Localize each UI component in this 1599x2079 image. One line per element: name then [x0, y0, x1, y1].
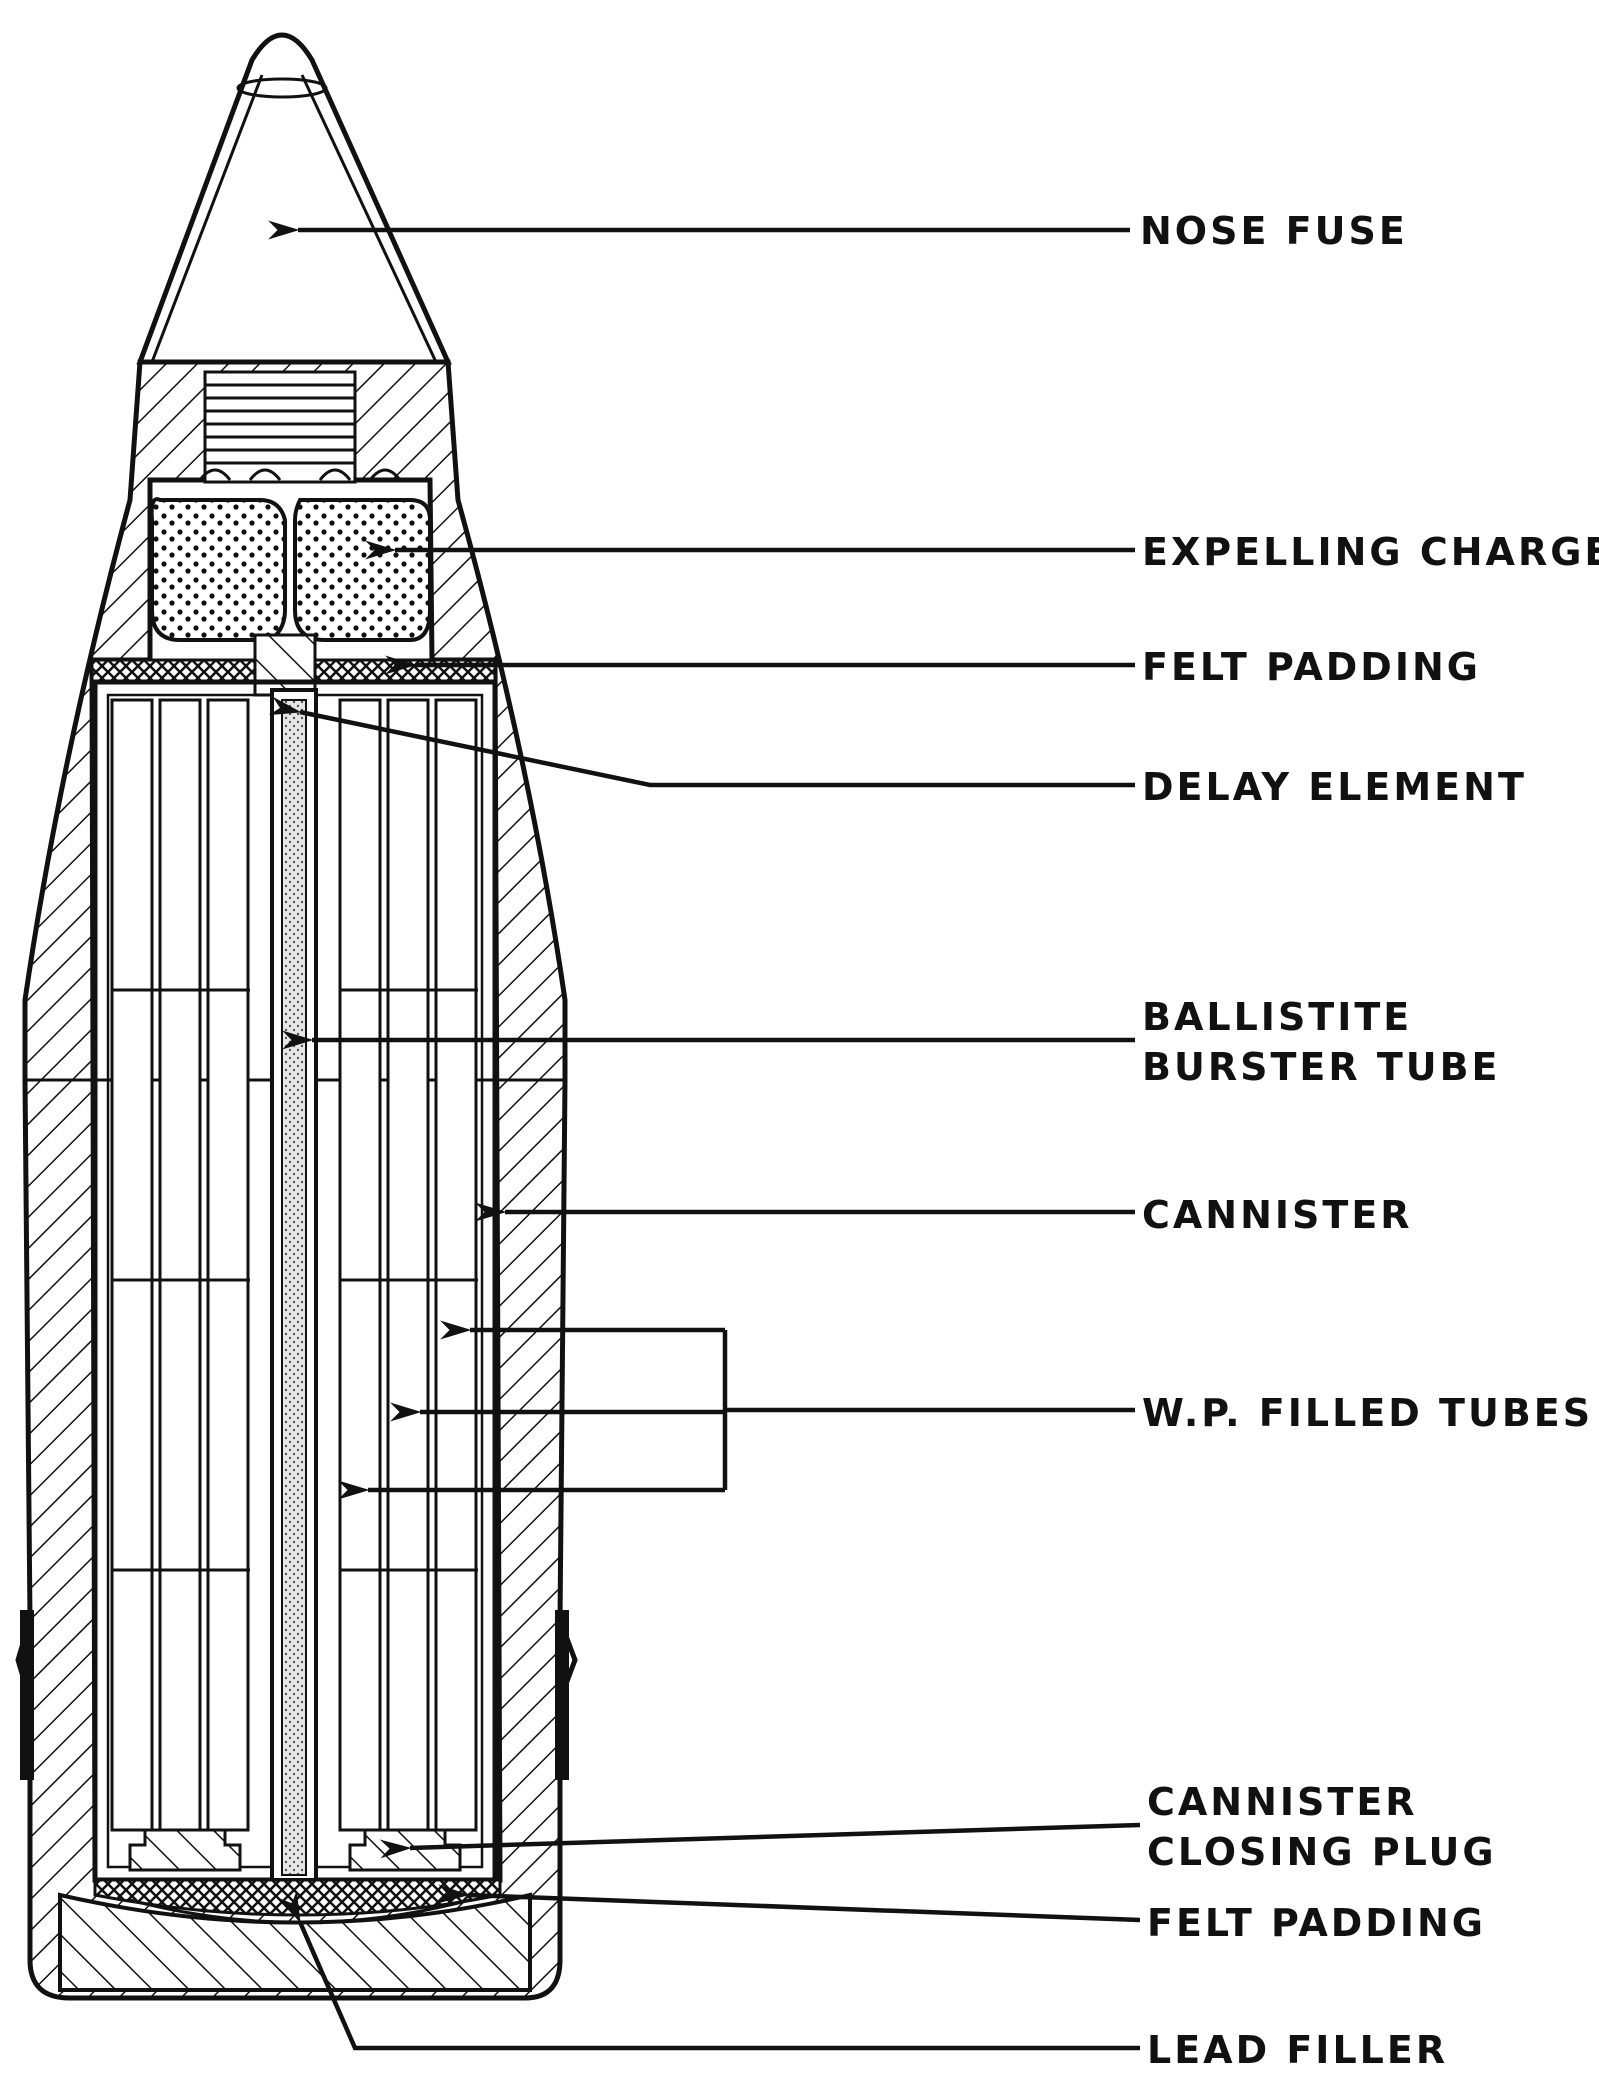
fuse-ring [236, 77, 328, 99]
wp-filled-tubes [110, 698, 478, 1832]
leader-delay-element [268, 696, 1135, 788]
nose-fuse [136, 32, 452, 484]
leader-closing-plug [379, 1822, 1141, 1859]
label-expelling-charge: EXPELLING CHARGE [1142, 530, 1599, 574]
leader-lead-filler [279, 1890, 1140, 2051]
label-lead-filler: LEAD FILLER [1147, 2028, 1448, 2072]
label-wp-filled-tubes: W.P. FILLED TUBES [1142, 1391, 1593, 1435]
delay-housing [253, 633, 317, 697]
leader-felt-padding-bottom [437, 1884, 1141, 1923]
burster-tube [270, 688, 318, 1882]
label-cannister: CANNISTER [1142, 1193, 1413, 1237]
fuse-inner-lines [150, 74, 438, 363]
label-ballistite-line1: BALLISTITE [1142, 995, 1412, 1039]
label-delay-element: DELAY ELEMENT [1142, 765, 1527, 809]
label-felt-padding-top: FELT PADDING [1142, 645, 1481, 689]
fuse-cone [136, 32, 452, 365]
label-closing-plug-line1: CANNISTER [1147, 1780, 1418, 1824]
label-ballistite-line2: BURSTER TUBE [1142, 1045, 1501, 1089]
label-closing-plug-line2: CLOSING PLUG [1147, 1830, 1497, 1874]
expelling-charge [149, 468, 432, 642]
label-felt-padding-bottom: FELT PADDING [1147, 1901, 1486, 1945]
fuse-threads [203, 370, 357, 484]
callout-labels: NOSE FUSE EXPELLING CHARGE FELT PADDING … [1140, 209, 1599, 2072]
label-nose-fuse: NOSE FUSE [1140, 209, 1408, 253]
rotating-band-right [555, 1610, 569, 1780]
cannister-closing-plugs [128, 1828, 462, 1872]
leader-lines [268, 220, 1141, 2051]
rotating-band-left [20, 1610, 34, 1780]
